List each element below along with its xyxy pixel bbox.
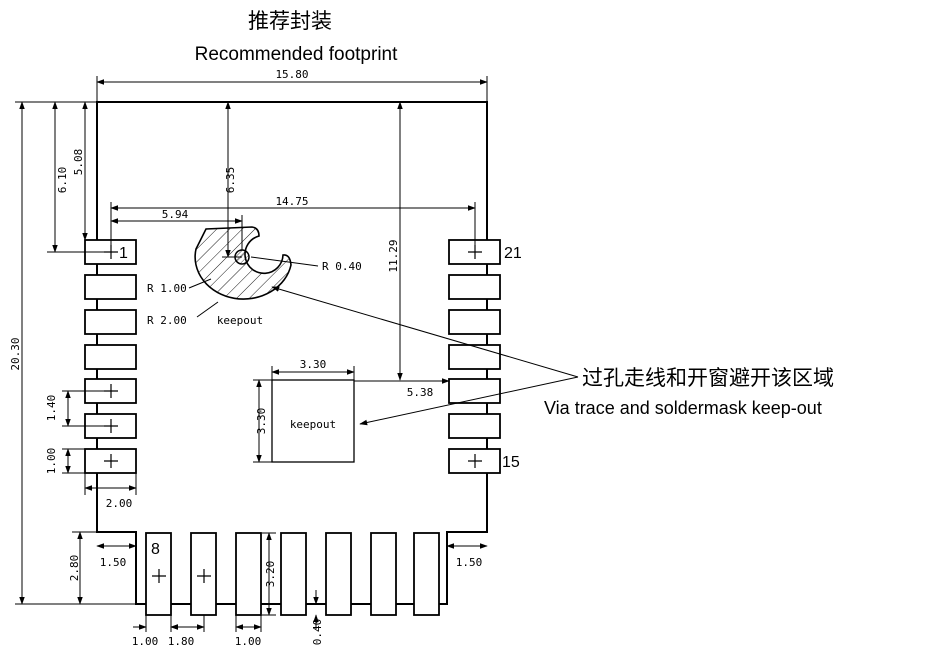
title-chinese: 推荐封装 xyxy=(248,10,332,33)
radius-label-inner: R 1.00 xyxy=(147,282,187,295)
dim-bottom-height: 2.80 xyxy=(68,555,81,582)
pin-label-1: 1 xyxy=(119,245,128,262)
dim-left-offset: 5.94 xyxy=(162,208,189,221)
dim-corner-left: 1.50 xyxy=(100,556,127,569)
dim-corner-right: 1.50 xyxy=(456,556,483,569)
pad-12 xyxy=(325,532,352,616)
cross-pad-7 xyxy=(104,454,118,468)
pad-14 xyxy=(413,532,440,616)
dim-top-6-35: 6.35 xyxy=(224,167,237,194)
dim-pad-length-side: 2.00 xyxy=(106,497,133,510)
dim-pad-span: 14.75 xyxy=(275,195,308,208)
dim-bottom-pad-width-2: 1.00 xyxy=(235,635,262,648)
pad-19 xyxy=(448,309,501,335)
radius-label-outer: R 2.00 xyxy=(147,314,187,327)
pad-8 xyxy=(145,532,172,616)
dim-bottom-pad-width: 1.00 xyxy=(132,635,159,648)
pad-16 xyxy=(448,413,501,439)
cross-pad-5 xyxy=(104,384,118,398)
dim-bottom-gap: 0.40 xyxy=(311,619,324,646)
cross-pad-8 xyxy=(152,569,166,583)
pad-center-marks xyxy=(104,245,482,583)
keepout-label-square: keepout xyxy=(290,418,336,431)
keepout-label-arc: keepout xyxy=(217,314,263,327)
cross-pad-15 xyxy=(468,454,482,468)
cross-pad-21 xyxy=(468,245,482,259)
dim-keepout-offset: 5.38 xyxy=(407,386,434,399)
pad-10 xyxy=(235,532,262,616)
dim-keepout-top: 11.29 xyxy=(387,239,400,272)
dim-width-total: 15.80 xyxy=(275,68,308,81)
keepout-square xyxy=(271,379,355,463)
annotation-chinese: 过孔走线和开窗避开该区域 xyxy=(582,367,834,390)
right-pads xyxy=(448,239,501,474)
cross-pad-6 xyxy=(104,419,118,433)
bottom-pads xyxy=(145,532,440,616)
annotation-english: Via trace and soldermask keep-out xyxy=(544,398,822,418)
dim-bottom-pad-length: 3.20 xyxy=(264,561,277,588)
title-english: Recommended footprint xyxy=(195,44,398,65)
dim-keepout-width: 3.30 xyxy=(300,358,327,371)
cross-pad-9 xyxy=(197,569,211,583)
pin-label-8: 8 xyxy=(151,541,160,558)
dim-bottom-pitch: 1.80 xyxy=(168,635,195,648)
dim-pad-width-side: 1.00 xyxy=(45,448,58,475)
pad-13 xyxy=(370,532,397,616)
pad-3 xyxy=(84,309,137,335)
dim-keepout-height: 3.30 xyxy=(255,408,268,435)
dim-top-5-08: 5.08 xyxy=(72,149,85,176)
pad-2 xyxy=(84,274,137,300)
pin-label-21: 21 xyxy=(504,245,522,262)
module-outline xyxy=(96,101,488,605)
dim-top-6-10: 6.10 xyxy=(56,167,69,194)
pad-11 xyxy=(280,532,307,616)
pad-20 xyxy=(448,274,501,300)
left-pads xyxy=(84,239,137,474)
pin-label-15: 15 xyxy=(502,454,520,471)
dim-height-total: 20.30 xyxy=(9,337,22,370)
dimension-lines xyxy=(15,76,579,632)
dim-pitch-side: 1.40 xyxy=(45,395,58,422)
radius-label-small: R 0.40 xyxy=(322,260,362,273)
cross-pad-1 xyxy=(104,245,118,259)
pad-18 xyxy=(448,344,501,370)
pad-4 xyxy=(84,344,137,370)
